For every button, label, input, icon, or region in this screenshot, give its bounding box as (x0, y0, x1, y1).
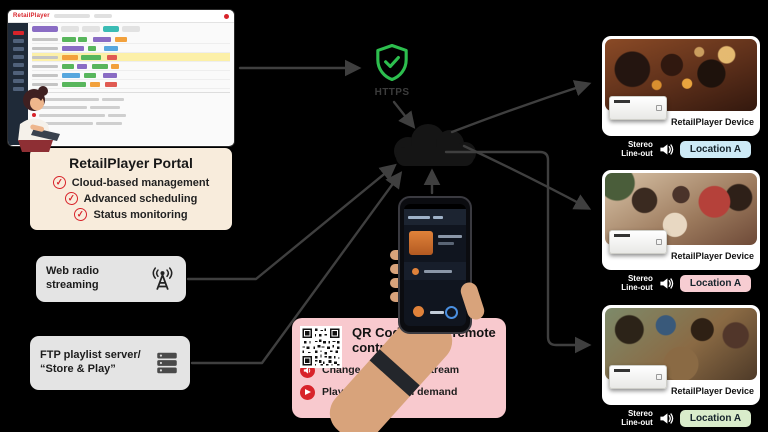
device-logo (614, 369, 630, 372)
portal-toolbar (32, 26, 230, 32)
location-chip: Location A (679, 409, 752, 427)
portal-feature-label: Advanced scheduling (83, 192, 198, 205)
portal-feature-label: Status monitoring (93, 208, 188, 221)
portal-sidebar (8, 23, 28, 145)
portal-main (28, 23, 234, 145)
play-ring-button (445, 306, 458, 319)
speaker-icon (660, 413, 674, 424)
portal-feature-card: RetailPlayer Portal Cloud-based manageme… (30, 148, 232, 230)
ftp-label: FTP playlist server/ “Store & Play” (40, 349, 141, 375)
play-icon (300, 384, 315, 400)
device-strip: RetailPlayer Device (605, 230, 757, 267)
retailplayer-device-image (609, 365, 667, 389)
smartphone (398, 196, 472, 334)
device-name: RetailPlayer Device (671, 386, 755, 396)
device-card: RetailPlayer Device (602, 36, 760, 136)
portal-feature: Status monitoring (38, 207, 224, 222)
schedule-row (32, 35, 230, 44)
app-header (404, 209, 466, 225)
lineout-label: Stereo Line-out (621, 140, 653, 159)
device-port (656, 105, 662, 111)
portal-feature-label: Cloud-based management (71, 176, 210, 189)
radio-tower-icon (152, 266, 173, 290)
track-title-bar (438, 235, 462, 238)
device-block-2: RetailPlayer Device Stereo Line-out Loca… (602, 170, 760, 292)
retailplayer-device-image (609, 96, 667, 120)
watch (369, 349, 420, 397)
breadcrumb-placeholder (53, 14, 90, 18)
speaker-icon (660, 278, 674, 289)
device-strip: RetailPlayer Device (605, 96, 757, 133)
location-chip: Location A (679, 274, 752, 292)
toolbar-placeholder (93, 14, 112, 18)
lineout-label: Stereo Line-out (621, 274, 653, 293)
https-indicator: HTTPS (364, 43, 420, 98)
lineout-label: Stereo Line-out (621, 409, 653, 428)
album-art (409, 231, 433, 255)
device-port (656, 374, 662, 380)
lineout-row: Stereo Line-out Location A (602, 409, 760, 427)
schedule-row (32, 62, 230, 71)
schedule-row (32, 80, 230, 89)
portal-feature: Cloud-based management (38, 175, 224, 190)
smartphone-remote (320, 196, 506, 432)
speaker-icon (660, 144, 674, 155)
web-radio-label: Web radio streaming (46, 265, 99, 291)
portal-logo: RetailPlayer (13, 13, 50, 19)
seek-bar (430, 311, 444, 314)
stream-dot (412, 268, 419, 275)
portal-topbar: RetailPlayer (8, 10, 234, 23)
location-chip: Location A (679, 140, 752, 158)
device-strip: RetailPlayer Device (605, 365, 757, 402)
check-icon (73, 207, 89, 222)
device-logo (614, 234, 630, 237)
notification-dot (224, 13, 229, 19)
remote-app-screen (404, 204, 466, 326)
device-card: RetailPlayer Device (602, 305, 760, 405)
retailplayer-device-image (609, 230, 667, 254)
schedule-row (32, 44, 230, 53)
lineout-row: Stereo Line-out Location A (602, 140, 760, 158)
device-block-3: RetailPlayer Device Stereo Line-out Loca… (602, 305, 760, 427)
shield-check-icon (376, 43, 408, 82)
section-divider (32, 89, 230, 93)
https-label: HTTPS (374, 87, 410, 98)
qr-code-icon (300, 326, 342, 368)
device-port (656, 239, 662, 245)
track-subtitle-bar (438, 242, 454, 245)
device-card: RetailPlayer Device (602, 170, 760, 270)
portal-body (8, 23, 234, 145)
person-illustration (18, 86, 60, 152)
ftp-source-card: FTP playlist server/ “Store & Play” (30, 336, 190, 390)
web-radio-source-card: Web radio streaming (36, 256, 186, 302)
device-block-1: RetailPlayer Device Stereo Line-out Loca… (602, 36, 760, 158)
device-logo (614, 100, 630, 103)
lineout-row: Stereo Line-out Location A (602, 274, 760, 292)
volume-button (413, 306, 424, 317)
check-icon (63, 191, 79, 206)
status-list-item (32, 111, 230, 119)
schedule-row-highlighted (32, 53, 230, 62)
portal-feature: Advanced scheduling (38, 191, 224, 206)
device-name: RetailPlayer Device (671, 251, 755, 261)
status-bar (404, 204, 466, 209)
schedule-row (32, 71, 230, 80)
portal-title: RetailPlayer Portal (69, 155, 193, 171)
server-icon (157, 352, 177, 374)
stream-title-bar (424, 270, 452, 273)
check-icon (52, 175, 67, 190)
portal-screenshot: RetailPlayer (8, 10, 234, 146)
network-cloud-icon (394, 124, 476, 166)
device-name: RetailPlayer Device (671, 117, 755, 127)
